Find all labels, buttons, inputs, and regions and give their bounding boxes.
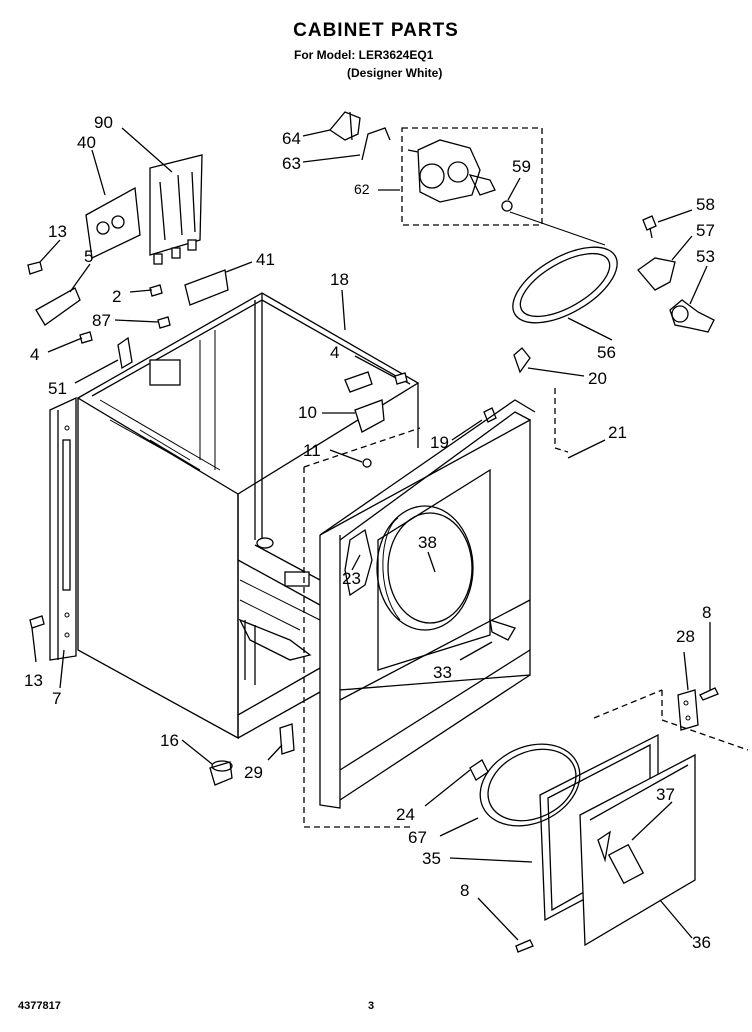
callout-21: 21 [608,423,627,442]
callout-23: 23 [342,569,361,588]
page-title: CABINET PARTS [293,20,459,41]
callout-35: 35 [422,849,441,868]
door-assembly [469,687,749,953]
callout-labels: 90 40 13 5 41 2 87 4 51 18 4 10 11 19 64… [24,113,715,952]
motor-assembly [329,111,618,324]
callout-53: 53 [696,247,715,266]
callout-4-right: 4 [330,343,339,362]
callout-28: 28 [676,627,695,646]
model-line: For Model: LER3624EQ1 [294,48,434,62]
left-small-parts [27,154,408,786]
callout-11: 11 [303,441,321,460]
callout-62: 62 [354,181,370,197]
callout-33: 33 [433,663,452,682]
callout-29: 29 [244,763,263,782]
callout-5: 5 [84,247,93,266]
leader-lines [31,127,711,941]
callout-38: 38 [418,533,437,552]
side-panel [49,396,77,661]
callout-51: 51 [48,379,67,398]
cabinet-body [76,292,420,740]
callout-40: 40 [77,133,96,152]
callout-63: 63 [282,154,301,173]
callout-67: 67 [408,828,427,847]
callout-13-top: 13 [48,222,67,241]
callout-41: 41 [256,250,275,269]
callout-18: 18 [330,270,349,289]
callout-58: 58 [696,195,715,214]
callout-36: 36 [692,933,711,952]
callout-64: 64 [282,129,301,148]
callout-2: 2 [112,287,121,306]
callout-16: 16 [160,731,179,750]
callout-4-left: 4 [30,345,39,364]
front-panel-assembly [303,388,569,828]
variant-line: (Designer White) [347,66,443,80]
callout-19: 19 [430,433,449,452]
callout-24: 24 [396,805,415,824]
page-number: 3 [368,1000,375,1012]
callout-37: 37 [656,785,675,804]
right-small-parts [513,215,715,374]
callout-87: 87 [92,311,111,330]
callout-59: 59 [512,157,531,176]
callout-20: 20 [588,369,607,388]
callout-10: 10 [298,403,317,422]
callout-7: 7 [52,689,61,708]
callout-13-bottom: 13 [24,671,43,690]
callout-57: 57 [696,221,715,240]
callout-8-top: 8 [702,603,711,622]
callout-56: 56 [597,343,616,362]
callout-8-bottom: 8 [460,881,469,900]
document-number: 4377817 [18,1000,61,1012]
callout-90: 90 [94,113,113,132]
